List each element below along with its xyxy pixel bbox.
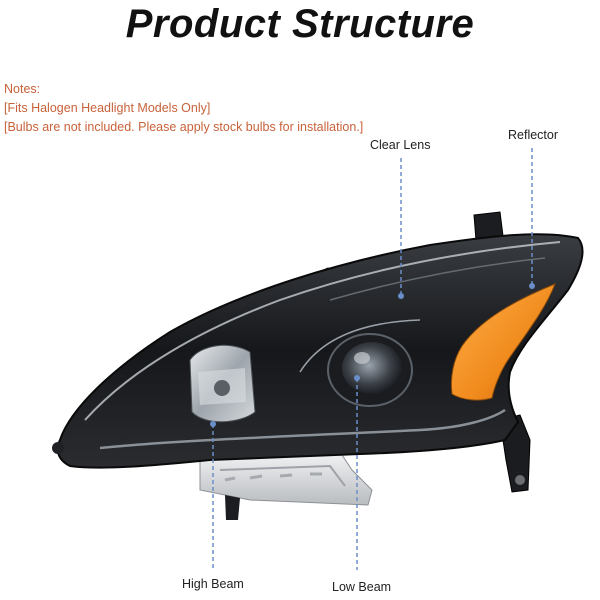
notes-heading: Notes:	[4, 82, 41, 96]
high-beam-reflector	[189, 344, 256, 423]
callout-label-clear-lens: Clear Lens	[370, 138, 431, 152]
page-title: Product Structure	[125, 2, 475, 46]
clear-lens-edge	[84, 241, 561, 421]
lower-bracket	[199, 451, 373, 520]
callout-dot-clear-lens	[398, 293, 404, 299]
callout-dot-high-beam	[210, 421, 216, 427]
note-line-bulbs: [Bulbs are not included. Please apply st…	[4, 120, 364, 134]
chrome-trim	[99, 408, 506, 450]
callout-dot-reflector	[529, 283, 535, 289]
low-beam-projector	[299, 319, 421, 407]
callout-label-high-beam: High Beam	[182, 577, 244, 591]
callout-dot-low-beam	[354, 375, 360, 381]
callout-lines	[210, 148, 535, 570]
housing-connector	[52, 442, 64, 454]
amber-reflector	[450, 283, 556, 401]
callout-label-reflector: Reflector	[508, 128, 559, 142]
note-line-halogen: [Fits Halogen Headlight Models Only]	[4, 101, 211, 115]
headlight-housing	[56, 233, 584, 469]
mount-bolt	[515, 475, 525, 485]
callout-label-low-beam: Low Beam	[332, 580, 392, 594]
notes-block: Notes: [Fits Halogen Headlight Models On…	[4, 80, 363, 137]
